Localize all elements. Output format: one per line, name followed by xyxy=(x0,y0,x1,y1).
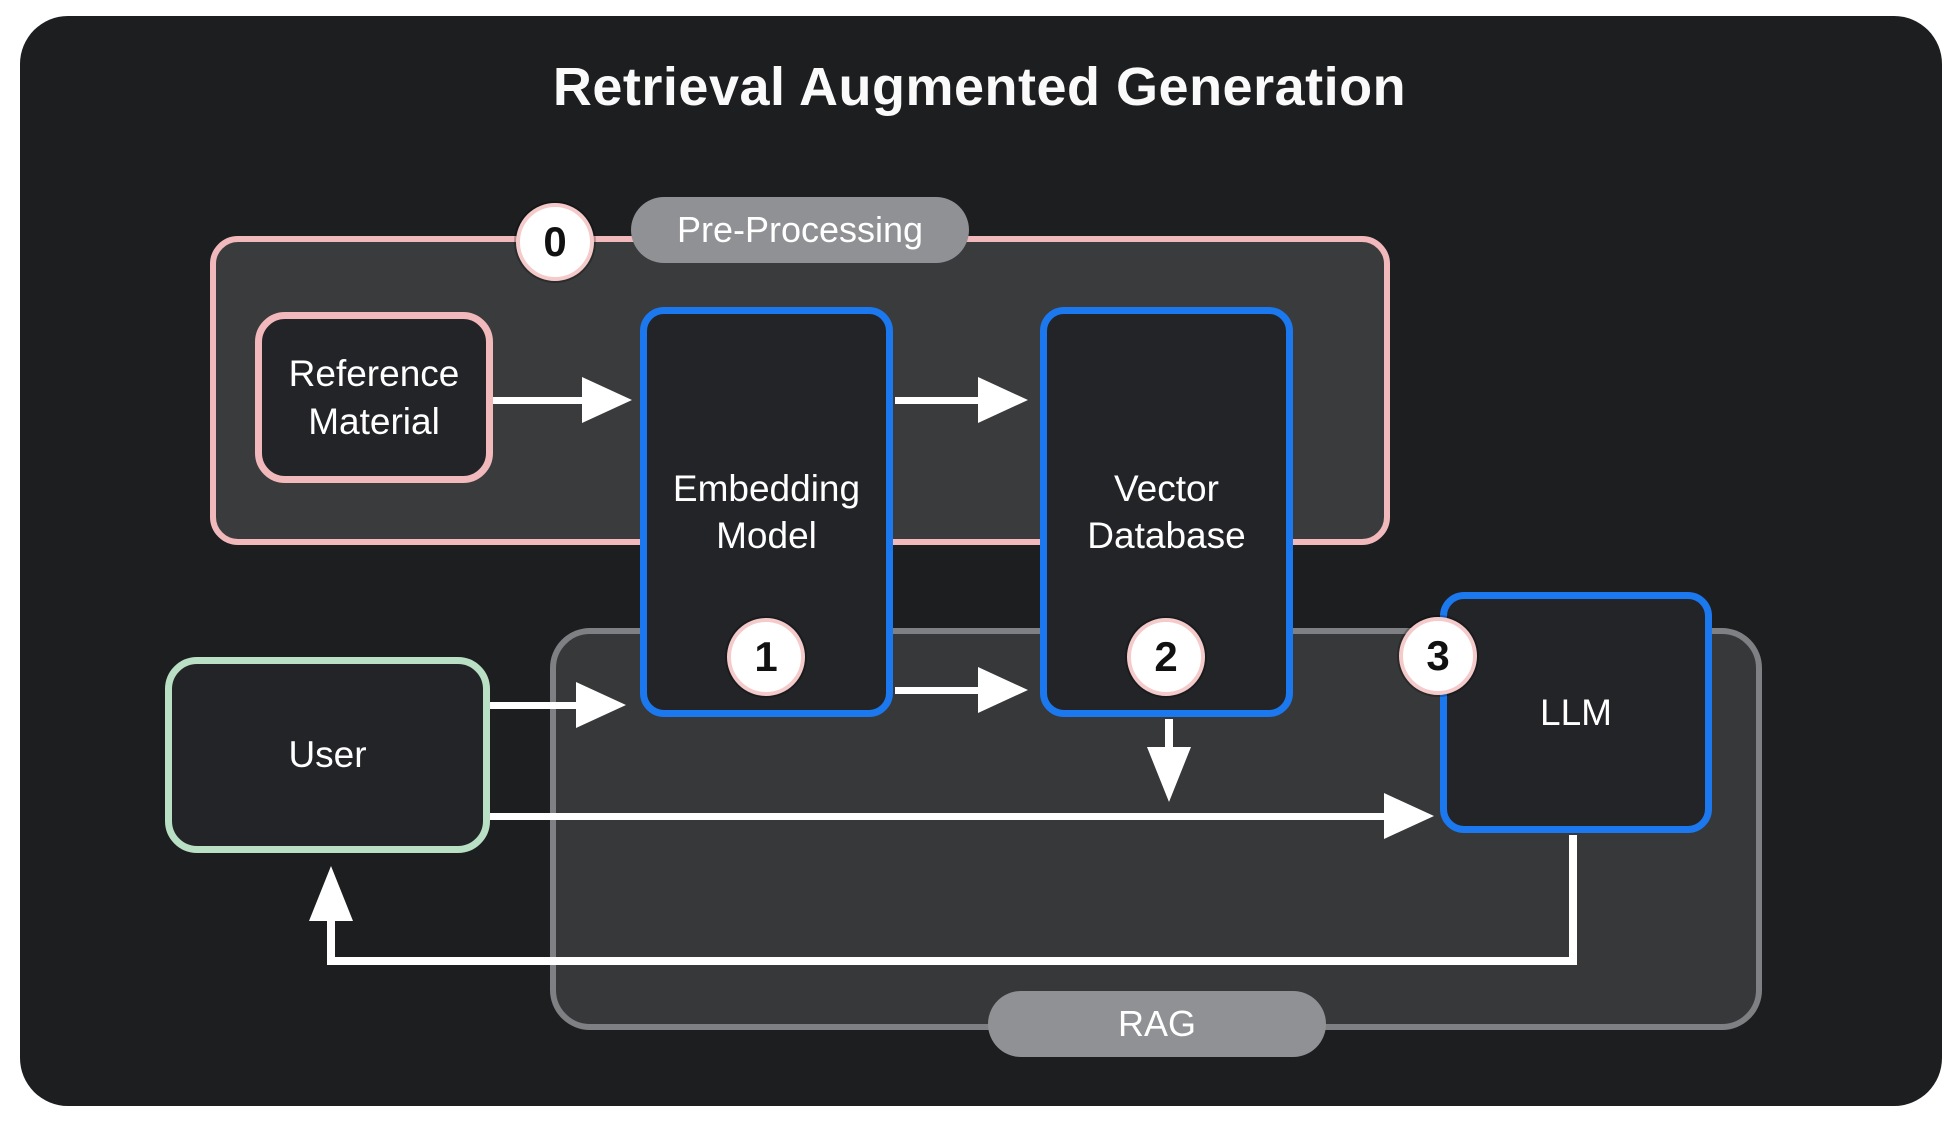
user-label: User xyxy=(288,734,367,776)
embedding-model-label: Embedding Model xyxy=(672,467,861,556)
pre-processing-label: Pre-Processing xyxy=(676,209,924,250)
node-user: User xyxy=(165,657,490,853)
step-badge-1-number: 1 xyxy=(754,633,778,680)
page-title: Retrieval Augmented Generation xyxy=(552,57,1407,117)
reference-material-label: Reference Material xyxy=(288,353,460,442)
step-badge-2: 2 xyxy=(1127,618,1205,696)
step-badge-3-number: 3 xyxy=(1426,632,1450,679)
rag-label: RAG xyxy=(1117,1003,1196,1044)
step-badge-0: 0 xyxy=(516,203,594,281)
step-badge-3: 3 xyxy=(1399,617,1477,695)
rag-label-pill: RAG xyxy=(988,991,1326,1057)
step-badge-2-number: 2 xyxy=(1154,633,1178,680)
step-badge-1: 1 xyxy=(727,618,805,696)
vector-database-label: Vector Database xyxy=(1087,467,1246,556)
node-llm: LLM xyxy=(1440,592,1712,833)
pre-processing-label-pill: Pre-Processing xyxy=(631,197,969,263)
step-badge-0-number: 0 xyxy=(543,218,567,265)
llm-label: LLM xyxy=(1540,691,1612,733)
node-reference-material: Reference Material xyxy=(255,312,493,483)
